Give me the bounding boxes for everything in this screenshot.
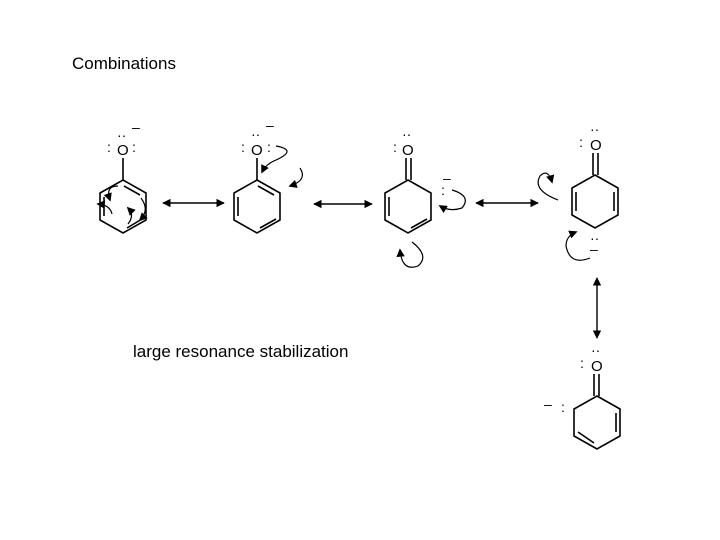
lone-pair-right: : <box>267 139 271 155</box>
electron-arrow <box>438 189 466 214</box>
lone-pair-top: ·· <box>591 342 600 358</box>
lone-pair: : <box>441 182 445 198</box>
lone-pair-right: : <box>132 139 136 155</box>
negative-charge: – <box>443 170 451 186</box>
electron-arrow <box>537 172 559 201</box>
lone-pair-left: : <box>579 134 583 150</box>
negative-charge: – <box>590 241 598 257</box>
electron-arrow <box>288 167 303 188</box>
electron-arrow <box>396 241 424 268</box>
caption-text: large resonance stabilization <box>133 342 349 361</box>
structure-3: O ·· : – : <box>384 126 466 268</box>
lone-pair: : <box>561 399 565 415</box>
ring <box>384 179 432 234</box>
negative-charge: – <box>266 117 274 133</box>
slide-title: Combinations <box>72 54 176 73</box>
benzene-ring <box>233 179 281 234</box>
electron-arrow <box>138 197 148 222</box>
oxygen-atom: O <box>590 137 602 154</box>
negative-charge: – <box>132 119 140 135</box>
oxygen-atom: O <box>251 142 263 159</box>
electron-arrow <box>96 200 113 215</box>
electron-arrow <box>126 206 136 225</box>
lone-pair-left: : <box>393 139 397 155</box>
electron-arrow <box>261 145 288 174</box>
structure-4: O ·· : ·· – <box>537 121 619 261</box>
lone-pair-top: ·· <box>251 126 260 142</box>
electron-arrow <box>103 185 119 202</box>
ring <box>573 395 621 450</box>
benzene-ring <box>99 179 147 234</box>
structure-2: O ·· : : – <box>233 117 303 234</box>
lone-pair-top: ·· <box>590 121 599 137</box>
oxygen-atom: O <box>591 358 603 375</box>
lone-pair-top: ·· <box>117 127 126 143</box>
electron-arrow <box>565 230 591 261</box>
ring <box>571 174 619 229</box>
lone-pair-left: : <box>580 355 584 371</box>
oxygen-atom: O <box>117 142 129 159</box>
lone-pair: ·· <box>590 230 599 246</box>
structure-5: O ·· : – : <box>544 342 621 450</box>
oxygen-atom: O <box>402 142 414 159</box>
negative-charge: – <box>544 396 552 412</box>
lone-pair-top: ·· <box>402 126 411 142</box>
structure-1-phenoxide: O ·· : : – <box>96 119 148 234</box>
lone-pair-left: : <box>241 139 245 155</box>
lone-pair-left: : <box>107 139 111 155</box>
